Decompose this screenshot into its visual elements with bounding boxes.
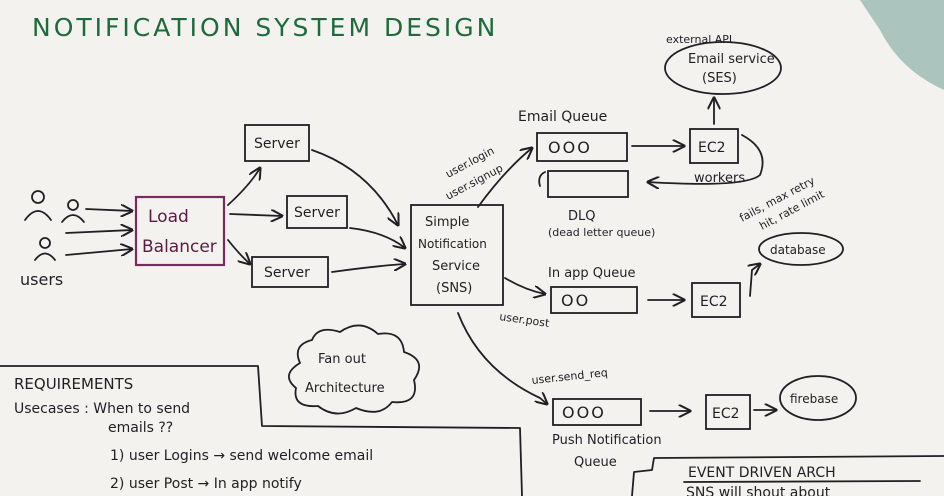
user-icon [61,199,85,223]
push-queue-label: Queue [574,455,617,470]
arrow-user-to-lb [85,209,132,211]
load-balancer-label: Load [148,207,189,227]
users-label: users [20,270,63,289]
arrow-server-to-sns [311,149,398,225]
corner-decoration [860,0,944,90]
server-box: Server [251,256,329,288]
arrow-user-to-lb [65,230,132,233]
server-label: Server [264,265,310,281]
ec2-label: EC2 [700,294,728,310]
database-node: database [758,232,844,266]
ec2-label: EC2 [698,140,726,156]
fan-out-label: Architecture [305,381,385,396]
users-group: users [20,190,85,289]
event-driven-heading: EVENT DRIVEN ARCH [688,465,836,481]
server-label: Server [294,205,340,221]
push-ec2: EC2 [705,394,751,430]
firebase-node: firebase [779,375,857,421]
arrow-sns-to-in-app-queue [504,277,545,294]
page-title: NOTIFICATION SYSTEM DESIGN [32,13,498,42]
load-balancer-label: Balancer [142,237,217,257]
sns-label: Service [432,259,480,274]
ec2-label: EC2 [712,406,740,422]
email-service-label: Email service [688,52,775,67]
user-icon [24,190,52,221]
in-app-queue-label: In app Queue [548,266,636,281]
arrow-retry-to-dlq [648,134,764,184]
firebase-label: firebase [790,392,838,406]
requirements-heading: REQUIREMENTS [14,375,133,393]
requirement-item: 2) user Post → In app notify [110,476,302,492]
requirement-item: 1) user Logins → send welcome email [110,448,373,464]
event-driven-text: SNS will shout about [686,485,831,496]
server-box: Server [244,124,310,162]
arrow-lb-to-server [227,168,260,206]
sns-label: Simple [425,215,469,230]
queue-slots: OOO [562,403,606,422]
edge-label-user-send-req: user.send_req [531,366,608,387]
server-label: Server [254,136,300,152]
email-queue: OOO [536,132,628,162]
email-service-label: (SES) [702,71,737,86]
dlq-box [538,170,629,198]
requirements-text: Usecases : When to send [14,401,190,417]
dlq-label: DLQ [568,209,596,224]
sns-label: Notification [418,237,487,251]
email-service-node: Email service (SES) [664,41,782,95]
arrow-server-to-sns [349,227,405,248]
server-box: Server [286,195,348,229]
edge-label-user-post: user.post [499,310,551,330]
sns-label: (SNS) [436,281,472,296]
in-app-queue: OO [550,286,638,314]
arrow-server-to-sns [331,264,405,273]
email-ec2: EC2 [689,128,739,164]
arrow-sns-to-email-queue [477,148,532,208]
dlq-caption: (dead letter queue) [548,226,655,239]
queue-slots: OOO [548,138,592,157]
user-icon [34,237,56,261]
fan-out-label: Fan out [318,352,366,367]
email-queue-label: Email Queue [518,109,607,125]
arrow-ec2-to-database [750,264,760,297]
requirements-text: emails ?? [108,420,173,436]
sns-box: Simple Notification Service (SNS) [410,204,504,306]
requirements-box: REQUIREMENTS Usecases : When to send ema… [0,365,523,496]
event-driven-box: EVENT DRIVEN ARCH SNS will shout about [631,455,944,496]
arrow-lb-to-server [227,239,250,264]
push-queue-label: Push Notification [552,433,662,448]
load-balancer: Load Balancer [134,195,226,267]
database-label: database [770,243,826,257]
queue-slots: OO [561,291,590,310]
arrow-lb-to-server [229,214,282,216]
in-app-ec2: EC2 [691,282,741,318]
fan-out-note: Fan out Architecture [288,324,421,415]
push-queue: OOO [552,398,642,426]
arrow-user-to-lb [65,249,132,255]
arrow-sns-to-push-queue [457,312,547,404]
